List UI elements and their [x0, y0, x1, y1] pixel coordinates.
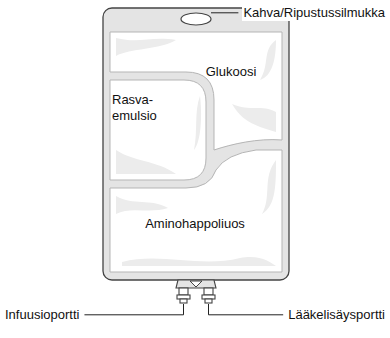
part-label: Infuusioportti — [4, 307, 80, 323]
chamber-label-box: Glukoosi — [186, 64, 276, 80]
leader-line — [209, 304, 284, 315]
part-label: Lääkelisäysportti — [287, 307, 386, 323]
chamber-label-box: Rasva- emulsio — [112, 92, 170, 125]
lipid-chamber — [110, 80, 206, 180]
port-divider — [190, 281, 202, 287]
leader-lines — [84, 13, 283, 315]
bag-outline — [103, 8, 289, 280]
chamber-name: Glukoosi — [186, 64, 276, 80]
chamber-label-box: Aminohappoliuos — [112, 216, 278, 232]
port-base — [176, 280, 216, 288]
chamber-name: Aminohappoliuos — [112, 216, 278, 232]
leader-line — [84, 304, 183, 315]
ports — [177, 288, 215, 303]
chamber-name: Rasva- emulsio — [112, 92, 170, 125]
leader-line — [211, 12, 238, 13]
part-label: Kahva/Ripustussilmukka — [242, 5, 386, 21]
hanger-hole — [181, 13, 211, 25]
liquid-shading — [116, 38, 276, 266]
amino-chamber — [110, 150, 282, 272]
